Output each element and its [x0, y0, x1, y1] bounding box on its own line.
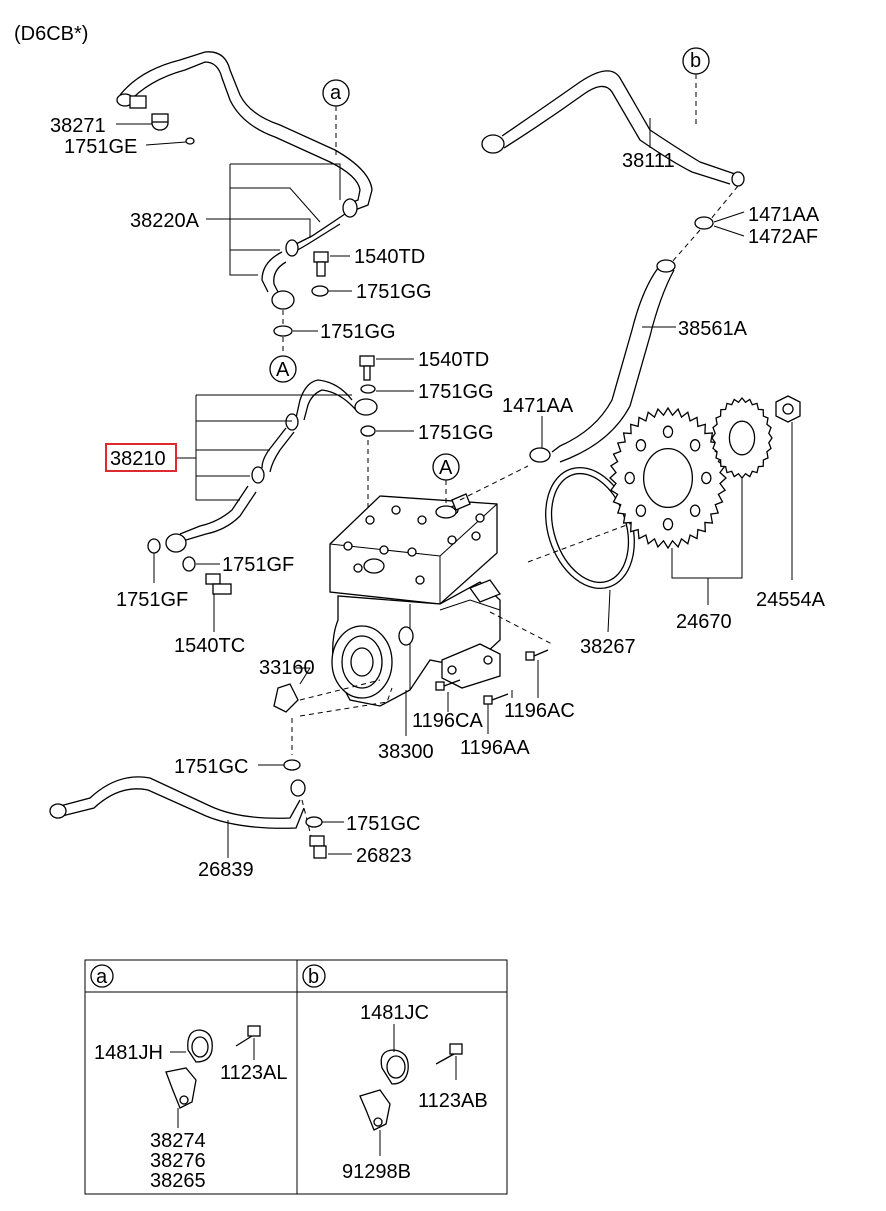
label-1196ca: 1196CA — [412, 710, 483, 732]
hose-38561a — [551, 259, 676, 463]
gear-24670-large — [609, 406, 727, 550]
label-1540tc: 1540TC — [174, 635, 245, 657]
label-24670: 24670 — [676, 611, 732, 633]
label-1751ge: 1751GE — [64, 136, 137, 158]
detail-a-38274: 38274 — [150, 1130, 206, 1152]
detail-a-circle — [90, 964, 114, 988]
callout-b: b — [690, 50, 701, 72]
label-1196ac: 1196AC — [504, 700, 575, 722]
highlight-38210 — [105, 443, 177, 472]
detail-b-circle — [302, 964, 326, 988]
label-1751gf-1: 1751GF — [222, 554, 294, 576]
label-1751gc-1: 1751GC — [174, 756, 249, 778]
label-1751gg-1: 1751GG — [356, 281, 432, 303]
detail-table: a b 1481JH 1123AL 38274 38276 38265 1481… — [84, 959, 508, 1195]
detail-a-1481jh: 1481JH — [94, 1042, 163, 1064]
callout-a: a — [330, 82, 342, 104]
label-1540td-1: 1540TD — [354, 246, 425, 268]
bolts-1196 — [435, 649, 549, 705]
label-1751gg-2: 1751GG — [320, 321, 396, 343]
label-38267: 38267 — [580, 636, 636, 658]
label-26839: 26839 — [198, 859, 254, 881]
detail-a-letter: a — [96, 966, 108, 988]
engine-code-label: (D6CB*) — [14, 23, 88, 45]
detail-b-1481jc: 1481JC — [360, 1002, 429, 1024]
label-1751gg-3: 1751GG — [418, 381, 494, 403]
label-26823: 26823 — [356, 845, 412, 867]
label-1751gc-2: 1751GC — [346, 813, 421, 835]
label-1472af: 1472AF — [748, 226, 818, 248]
hose-assembly-38210 — [165, 379, 378, 553]
callout-A-mid: A — [276, 359, 290, 381]
detail-a-38265: 38265 — [150, 1170, 206, 1192]
label-38271: 38271 — [50, 115, 106, 137]
label-1540td-2: 1540TD — [418, 349, 489, 371]
label-1471aa-2: 1471AA — [502, 395, 574, 417]
label-1751gg-4: 1751GG — [418, 422, 494, 444]
drain-hose-26839 — [49, 776, 306, 829]
hose-assembly-38220a — [116, 51, 373, 310]
air-compressor-38300 — [329, 493, 502, 707]
label-33160: 33160 — [259, 657, 315, 679]
detail-a-1123al: 1123AL — [220, 1062, 287, 1084]
label-24554a: 24554A — [756, 589, 826, 611]
label-1471aa-1: 1471AA — [748, 204, 820, 226]
callout-A-top: A — [439, 457, 453, 479]
label-38111: 38111 — [622, 150, 675, 172]
hose-38111 — [481, 70, 745, 187]
label-1751gf-2: 1751GF — [116, 589, 188, 611]
detail-b-1123ab: 1123AB — [418, 1090, 488, 1112]
detail-b-91298b: 91298B — [342, 1161, 411, 1183]
label-38300: 38300 — [378, 741, 434, 763]
callout-A-mid-circle — [269, 355, 297, 383]
gear-24670-small — [711, 396, 773, 480]
label-1196aa: 1196AA — [460, 737, 530, 759]
label-38220a: 38220A — [130, 210, 200, 232]
detail-b-letter: b — [308, 966, 319, 988]
label-38210: 38210 — [110, 448, 166, 470]
detail-a-38276: 38276 — [150, 1150, 206, 1172]
label-38561a: 38561A — [678, 318, 748, 340]
